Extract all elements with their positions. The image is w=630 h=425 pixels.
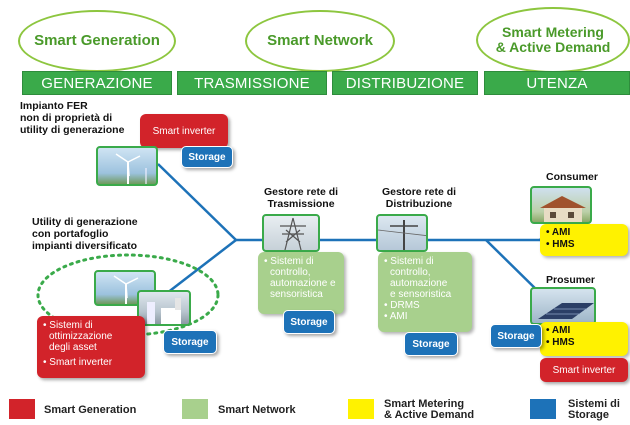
wind-turbine-icon bbox=[113, 275, 139, 304]
smart-generation-header: Smart Generation bbox=[18, 10, 176, 72]
wind-turbine-icon bbox=[115, 153, 147, 184]
prosumer-storage-box: Storage bbox=[490, 324, 542, 348]
distribuzione-title: Gestore rete di Distribuzione bbox=[381, 186, 457, 210]
fer-label: Impianto FER non di proprietà di utility… bbox=[20, 100, 125, 136]
legend-smart-metering: Smart Metering & Active Demand bbox=[384, 398, 475, 421]
house-icon bbox=[540, 196, 586, 222]
fer-smart-inverter-box: Smart inverter bbox=[140, 114, 228, 148]
legend-swatch-yellow bbox=[348, 399, 374, 419]
distribuzione-pole-photo bbox=[376, 214, 428, 252]
consumer-house-photo bbox=[530, 186, 592, 224]
transmission-tower-icon bbox=[280, 217, 306, 250]
prosumer-solar-photo bbox=[530, 287, 596, 325]
legend-swatch-blue bbox=[530, 399, 556, 419]
utility-systems-box: • Sistemi di ottimizzazione degli asset … bbox=[37, 316, 145, 378]
distribution-pole-icon bbox=[378, 220, 426, 250]
legend-swatch-red bbox=[9, 399, 35, 419]
phase-trasmissione: TRASMISSIONE bbox=[177, 71, 327, 95]
solar-panel-icon bbox=[538, 303, 594, 319]
power-plant-icon bbox=[147, 298, 181, 324]
trasmissione-systems-box: • Sistemi di controllo, automazione e se… bbox=[258, 252, 344, 314]
phase-generazione: GENERAZIONE bbox=[22, 71, 172, 95]
legend-swatch-green bbox=[182, 399, 208, 419]
fer-wind-turbine-photo bbox=[96, 146, 158, 186]
distribuzione-storage-box: Storage bbox=[404, 332, 458, 356]
fer-storage-box: Storage bbox=[181, 146, 233, 168]
consumer-title: Consumer bbox=[546, 171, 598, 183]
trasmissione-pylon-photo bbox=[262, 214, 320, 252]
legend-smart-generation: Smart Generation bbox=[44, 404, 137, 416]
fer-smart-inverter-label: Smart inverter bbox=[152, 125, 216, 137]
smart-metering-header: Smart Metering & Active Demand bbox=[476, 7, 630, 73]
distribuzione-systems-box: • Sistemi di controllo, automazione e se… bbox=[378, 252, 472, 332]
trasmissione-title: Gestore rete di Trasmissione bbox=[263, 186, 339, 210]
trasmissione-storage-box: Storage bbox=[283, 310, 335, 334]
utility-label: Utility di generazione con portafoglio i… bbox=[32, 216, 138, 252]
phase-distribuzione: DISTRIBUZIONE bbox=[332, 71, 478, 95]
utility-storage-box: Storage bbox=[163, 330, 217, 354]
legend-sistemi-storage: Sistemi di Storage bbox=[568, 398, 620, 421]
prosumer-devices-box: • AMI • HMS bbox=[540, 322, 628, 356]
consumer-devices-box: • AMI • HMS bbox=[540, 224, 628, 256]
phase-utenza: UTENZA bbox=[484, 71, 630, 95]
prosumer-title: Prosumer bbox=[546, 274, 596, 286]
utility-plant-photo bbox=[137, 290, 191, 326]
utility-wind-photo bbox=[94, 270, 156, 306]
prosumer-smart-inverter-box: Smart inverter bbox=[540, 358, 628, 382]
legend-smart-network: Smart Network bbox=[218, 404, 296, 416]
smart-network-header: Smart Network bbox=[245, 10, 395, 72]
